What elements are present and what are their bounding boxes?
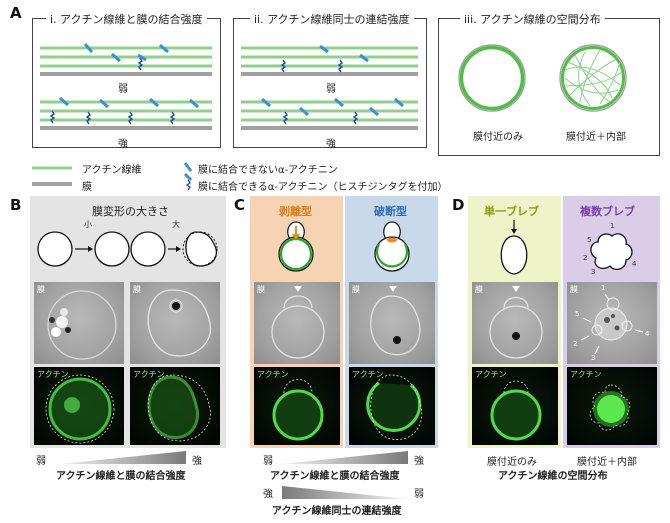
- photo-bleb-4: 4: [645, 330, 649, 338]
- photo-bleb-2: 2: [573, 340, 577, 348]
- photo-bleb-3: 3: [591, 354, 595, 362]
- image-d2-membrane: 膜 1 5 2 3 4: [567, 282, 657, 364]
- image-d2-actin: アクチン: [567, 367, 657, 445]
- schematic-bleb-3: 3: [591, 268, 595, 276]
- d-axis-label: アクチン線維の空間分布: [498, 467, 608, 482]
- photo-bleb-1: 1: [601, 284, 605, 292]
- image-d1-membrane: 膜: [472, 282, 558, 364]
- d-label-near: 膜付近のみ: [487, 453, 537, 468]
- schematic-bleb-5: 5: [587, 236, 591, 244]
- photo-bleb-5: 5: [575, 310, 579, 318]
- schematic-bleb-1: 1: [610, 222, 614, 230]
- schematic-bleb-2: 2: [583, 254, 587, 262]
- image-d1-actin: アクチン: [472, 367, 558, 445]
- schematic-bleb-4: 4: [632, 260, 636, 268]
- d-label-inner: 膜付近＋内部: [577, 453, 637, 468]
